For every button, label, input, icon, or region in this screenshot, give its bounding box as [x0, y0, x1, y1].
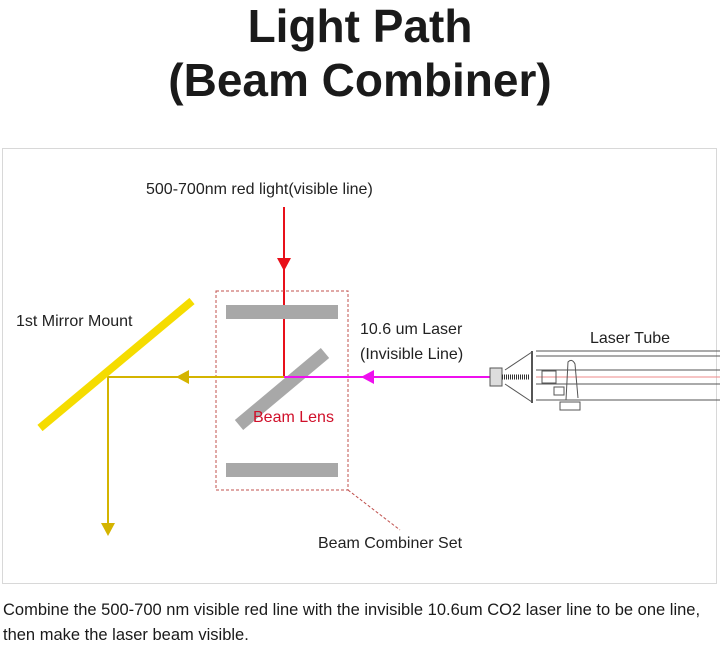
beam-lens	[234, 348, 330, 430]
beam-combiner-box	[215, 290, 349, 491]
top-lens-plate	[226, 305, 338, 319]
combined-beam	[107, 376, 284, 530]
leader-line	[347, 489, 401, 531]
combined-beam-down-arrow	[101, 523, 115, 536]
laser-tube-label: Laser Tube	[590, 330, 670, 347]
title-line-1: Light Path	[247, 0, 473, 52]
combined-beam-arrow	[176, 370, 189, 384]
laser-beam-arrow	[361, 370, 374, 384]
red-beam-arrow	[277, 258, 291, 271]
bottom-lens-plate	[226, 463, 338, 477]
diagram-frame	[2, 148, 717, 584]
red-light-label: 500-700nm red light(visible line)	[146, 181, 373, 198]
mirror-label: 1st Mirror Mount	[16, 313, 133, 330]
caption: Combine the 500-700 nm visible red line …	[3, 601, 701, 644]
laser-label-1: 10.6 um Laser	[360, 321, 463, 338]
combiner-set-label: Beam Combiner Set	[318, 535, 463, 552]
title-line-2: (Beam Combiner)	[168, 54, 552, 106]
laser-label-2: (Invisible Line)	[360, 346, 463, 363]
laser-tube	[489, 350, 720, 411]
beam-lens-label: Beam Lens	[253, 409, 334, 426]
mirror	[37, 297, 195, 432]
